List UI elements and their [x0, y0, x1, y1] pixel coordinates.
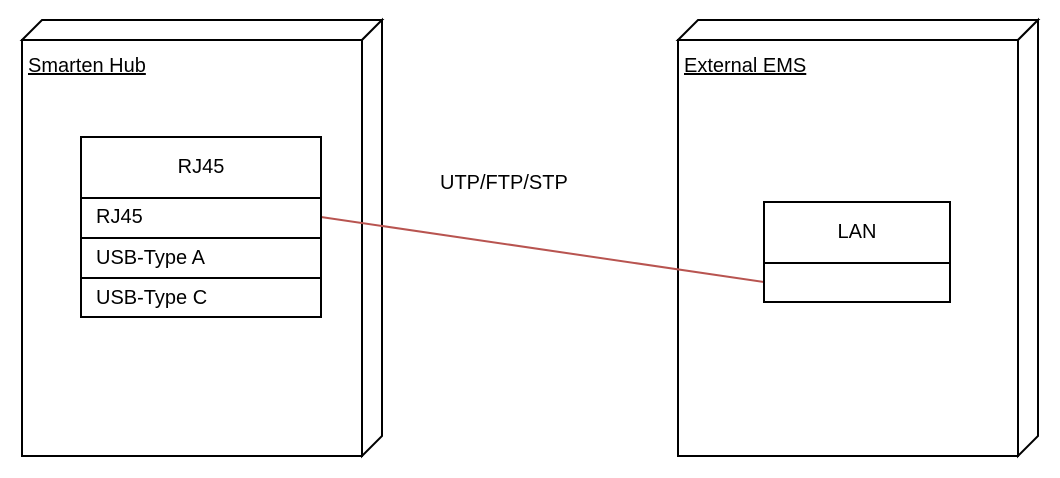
utp-connection-line[interactable] — [320, 216, 765, 283]
rj45-component[interactable]: RJ45 RJ45 USB-Type A USB-Type C — [80, 136, 322, 318]
smarten-hub-node-top-face — [19, 19, 385, 41]
rj45-component-header: RJ45 — [82, 138, 320, 199]
connection-label: UTP/FTP/STP — [440, 172, 568, 194]
external-ems-node-side-face — [1017, 17, 1039, 459]
external-ems-node-top-face — [675, 19, 1041, 41]
smarten-hub-node-side-face — [361, 17, 383, 459]
port-usb-type-c[interactable]: USB-Type C — [82, 277, 320, 318]
smarten-hub-title: Smarten Hub — [28, 55, 146, 77]
lan-component[interactable]: LAN — [763, 201, 951, 303]
port-usb-type-a[interactable]: USB-Type A — [82, 237, 320, 278]
lan-component-header: LAN — [765, 203, 949, 264]
external-ems-title: External EMS — [684, 55, 807, 77]
port-rj45[interactable]: RJ45 — [96, 206, 143, 228]
lan-port[interactable] — [765, 262, 949, 303]
